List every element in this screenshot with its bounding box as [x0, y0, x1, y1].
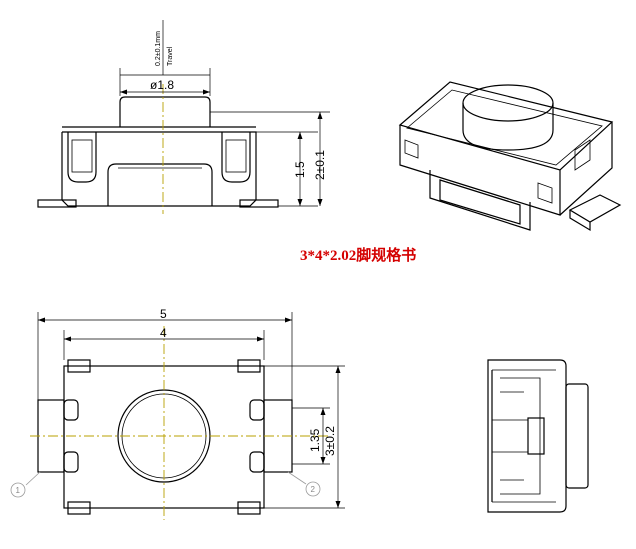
clip-left-top [63, 399, 79, 421]
left-terminal [37, 199, 77, 208]
body-outline [61, 131, 257, 207]
iso-base-window [439, 179, 521, 225]
arrow-h2-bottom [317, 199, 323, 206]
arrow-h1-bottom [297, 199, 303, 206]
spec-title: 3*4*2.02脚规格书 [300, 246, 416, 264]
pin-2-label: 2 [311, 485, 316, 494]
arrow-h3-bottom [335, 501, 341, 508]
arrow-h135-top [320, 408, 326, 415]
iso-clip-left [404, 139, 419, 159]
iso-front-face [399, 125, 561, 216]
iso-terminal [568, 194, 622, 223]
side-frame [500, 377, 541, 495]
dim-total-height-label: 2±0.1 [313, 150, 327, 180]
arrow-h135-bottom [320, 457, 326, 464]
pin-1-label: 1 [16, 486, 21, 495]
left-clip-inner [71, 139, 93, 173]
travel-label: 0.2±0.1mm [155, 31, 162, 66]
arrow-h2-top [317, 112, 323, 119]
dia-arrow-left [120, 89, 127, 95]
tab-bl [67, 501, 91, 515]
travel-caption: Travel [167, 46, 174, 66]
dim-w4-label: 4 [160, 326, 167, 340]
iso-top-inner [406, 89, 603, 166]
right-clip-inner [225, 139, 247, 173]
actuator-outline [119, 96, 211, 127]
iso-actuator-side [462, 103, 554, 151]
isometric-view [398, 81, 622, 232]
dia-arrow-right [203, 89, 210, 95]
right-clip [221, 132, 251, 183]
center-recess [107, 163, 213, 206]
side-view [487, 359, 589, 513]
pin-2-callout [305, 481, 321, 497]
arrow-w4-left [64, 336, 71, 342]
iso-actuator-top [462, 84, 554, 122]
dim-h3-label: 3±0.2 [323, 426, 337, 456]
dim-w5-label: 5 [160, 307, 167, 321]
pin-1-leader [25, 471, 41, 486]
pin-2-leader [287, 471, 307, 485]
side-window [527, 417, 545, 455]
actuator-dia-label: ø1.8 [150, 78, 174, 92]
top-view: 5 4 1.35 3±0.2 1 2 [10, 307, 345, 520]
tab-tr [237, 359, 261, 373]
iso-right-face [559, 122, 613, 216]
arrow-w5-left [38, 317, 45, 323]
side-body [487, 359, 567, 513]
dim-h135-label: 1.35 [308, 428, 322, 452]
clip-left-bottom [63, 451, 79, 473]
arrow-w5-right [285, 317, 292, 323]
right-terminal [239, 199, 279, 208]
iso-base [429, 170, 531, 231]
tab-br [237, 501, 261, 515]
tab-tl [67, 359, 91, 373]
side-actuator [565, 383, 589, 489]
iso-top-face [398, 81, 614, 171]
dim-inner-height-label: 1.5 [293, 161, 307, 178]
arrow-w4-right [257, 336, 264, 342]
clip-right-top [249, 399, 265, 421]
front-view: 0.2±0.1mm Travel ø1.8 1.5 2±0.1 [37, 20, 330, 214]
arrow-h1-top [297, 132, 303, 139]
iso-clip-right [574, 139, 591, 171]
pin-1-callout [10, 482, 26, 498]
arrow-h3-top [335, 366, 341, 373]
iso-clip-front [537, 182, 553, 204]
iso-terminal-edge [569, 210, 591, 232]
clip-right-bottom [249, 451, 265, 473]
left-clip [67, 132, 97, 183]
